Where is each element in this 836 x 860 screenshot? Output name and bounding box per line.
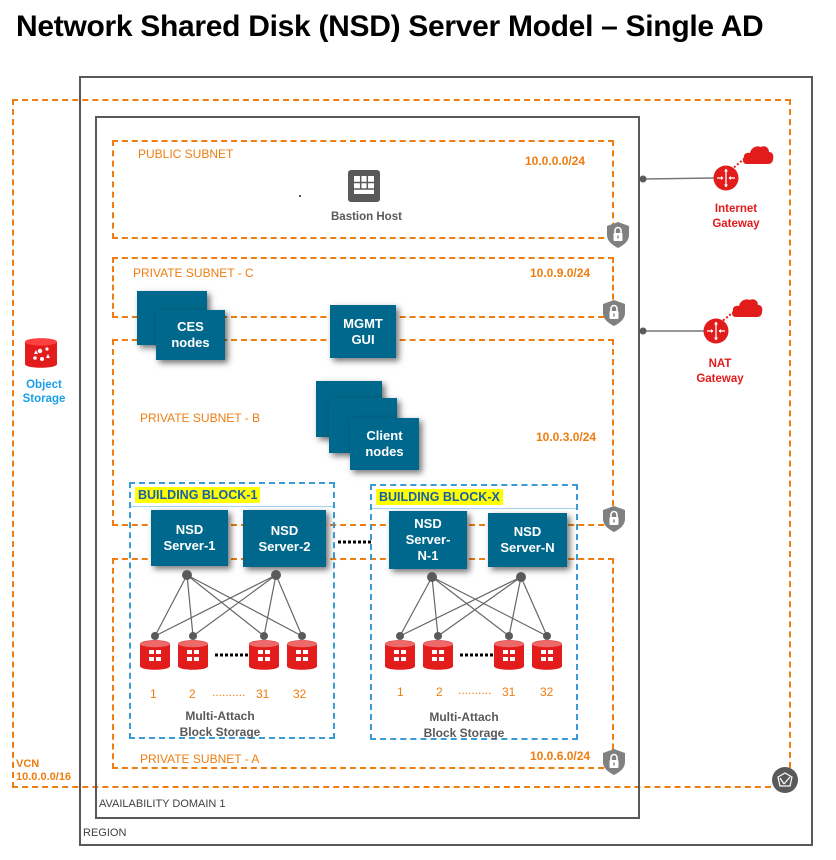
disk-ellipsis: .......... [212, 685, 246, 699]
disk-ellipsis: .......... [458, 683, 492, 697]
diagram-title: Network Shared Disk (NSD) Server Model –… [16, 10, 764, 43]
block-storage-label: Multi-Attach Block Storage [179, 709, 261, 739]
object-storage-label: Object Storage [22, 379, 66, 405]
block-storage-label: Multi-Attach Block Storage [423, 710, 505, 740]
attach-point [396, 632, 404, 640]
multi-attach-link [192, 574, 277, 637]
multi-attach-link [508, 576, 522, 637]
ces-nodes[interactable]: CES nodes [156, 310, 225, 360]
building-block-x-header [372, 486, 576, 509]
nsd-server-n[interactable]: NSD Server-N [488, 513, 567, 567]
multi-attach-link [263, 574, 277, 637]
availability-domain-label: AVAILABILITY DOMAIN 1 [99, 798, 226, 810]
attach-point [189, 632, 197, 640]
attach-point [298, 632, 306, 640]
attach-point [260, 632, 268, 640]
public-subnet-cidr: 10.0.0.0/24 [525, 154, 586, 168]
private-subnet-b-cidr: 10.0.3.0/24 [536, 430, 597, 444]
private-subnet-a-cidr: 10.0.6.0/24 [530, 749, 591, 763]
vcn-frame [12, 99, 791, 788]
disk-number: 31 [256, 687, 270, 701]
building-block-1-header [131, 484, 333, 507]
bastion-host-icon[interactable] [348, 170, 380, 202]
building-block-1 [129, 482, 335, 739]
nsd-server-1[interactable]: NSD Server-1 [151, 510, 228, 566]
nat-cloud-icon [731, 297, 763, 322]
attach-point [434, 632, 442, 640]
multi-attach-link [431, 576, 510, 637]
availability-domain-frame [95, 116, 640, 819]
link-endpoint [639, 175, 647, 183]
disk-number: 2 [436, 685, 443, 699]
multi-attach-link [154, 574, 188, 637]
dot-mark [299, 195, 301, 197]
multi-attach-link [154, 574, 277, 637]
block-volume-icon[interactable] [494, 640, 524, 670]
private-subnet-b-label: PRIVATE SUBNET - B [140, 411, 261, 425]
attach-point [151, 632, 159, 640]
link-endpoint [639, 327, 647, 335]
security-list-shield-icon[interactable] [603, 300, 625, 331]
multi-attach-link [431, 576, 439, 637]
nsd-server-2[interactable]: NSD Server-2 [243, 510, 326, 567]
multi-attach-link [399, 576, 433, 637]
attach-point [505, 632, 513, 640]
multi-attach-link [520, 576, 548, 637]
region-frame [79, 76, 813, 846]
private-subnet-a [112, 558, 614, 769]
nat-gateway-icon[interactable] [703, 318, 729, 349]
bastion-host-label: Bastion Host [331, 211, 402, 223]
private-subnet-a-label: PRIVATE SUBNET - A [140, 752, 260, 766]
security-list-shield-icon[interactable] [607, 222, 629, 253]
attach-point [543, 632, 551, 640]
nat-gateway-label: NAT Gateway [696, 358, 744, 385]
internet-cloud-icon [742, 144, 774, 169]
multi-attach-link [186, 574, 265, 637]
public-subnet [112, 140, 614, 239]
disk-number: 2 [189, 687, 196, 701]
client-nodes[interactable]: Client nodes [350, 418, 419, 470]
vcn-label: VCN 10.0.0.0/16 [16, 758, 72, 783]
multi-attach-link [186, 574, 194, 637]
block-volume-icon[interactable] [385, 640, 415, 670]
internet-gateway-link [642, 177, 716, 180]
multi-attach-link [431, 576, 548, 637]
mgmt-gui-node[interactable]: MGMT GUI [330, 305, 396, 358]
security-list-shield-icon[interactable] [603, 506, 625, 537]
block-volume-icon[interactable] [178, 640, 208, 670]
block-volume-icon[interactable] [249, 640, 279, 670]
region-label: REGION [83, 827, 127, 839]
disk-number: 31 [502, 685, 516, 699]
building-block-x [370, 484, 578, 740]
attach-hub [427, 572, 437, 582]
nsd-server-n-1[interactable]: NSD Server- N-1 [389, 511, 467, 569]
drg-router-icon[interactable] [772, 767, 798, 798]
disk-number: 32 [293, 687, 307, 701]
disk-number: 32 [540, 685, 554, 699]
block-volume-icon[interactable] [423, 640, 453, 670]
disk-number: 1 [397, 685, 404, 699]
attach-hub [516, 572, 526, 582]
attach-hub [182, 570, 192, 580]
block-volume-icon[interactable] [287, 640, 317, 670]
disk-number: 1 [150, 687, 157, 701]
multi-attach-link [437, 576, 522, 637]
attach-hub [271, 570, 281, 580]
building-block-1-label: BUILDING BLOCK-1 [135, 487, 261, 503]
private-subnet-c-label: PRIVATE SUBNET - C [133, 266, 254, 280]
multi-attach-link [275, 574, 303, 637]
internet-gateway-label: Internet Gateway [712, 203, 760, 230]
block-volume-icon[interactable] [140, 640, 170, 670]
multi-attach-link [399, 576, 522, 637]
public-subnet-label: PUBLIC SUBNET [138, 147, 234, 161]
security-list-shield-icon[interactable] [603, 749, 625, 780]
building-block-x-label: BUILDING BLOCK-X [376, 489, 503, 505]
private-subnet-c-cidr: 10.0.9.0/24 [530, 266, 591, 280]
internet-gateway-icon[interactable] [713, 165, 739, 196]
object-storage-icon[interactable] [24, 337, 58, 374]
block-volume-icon[interactable] [532, 640, 562, 670]
multi-attach-link [186, 574, 303, 637]
